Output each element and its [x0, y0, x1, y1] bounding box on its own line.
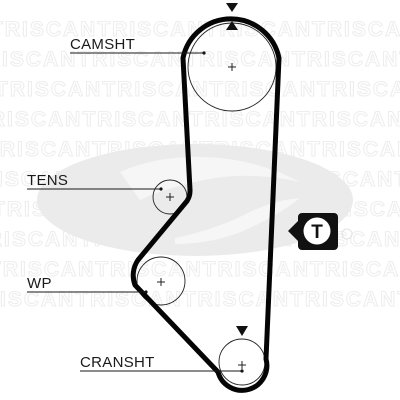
tension-badge-letter: T	[311, 222, 323, 243]
watermark-line: TRISCANTRISCANTRISCANTRISCANTRISCANTRISC…	[0, 108, 400, 131]
label-water-pump: WP	[27, 275, 146, 293]
label-tensioner: TENS	[27, 172, 161, 190]
label-crankshaft: CRANSHT	[80, 354, 242, 372]
tensioner-label: TENS	[27, 172, 68, 189]
pulley-crankshaft	[218, 338, 266, 386]
watermark-line: TRISCANTRISCANTRISCANTRISCANTRISCANTRISC…	[0, 48, 400, 71]
camshaft-timing-mark-bottom	[226, 21, 238, 30]
crankshaft-label: CRANSHT	[80, 354, 155, 371]
watermark-line: TRISCANTRISCANTRISCANTRISCANTRISCANTRISC…	[0, 258, 400, 281]
watermark-line: TRISCANTRISCANTRISCANTRISCANTRISCANTRISC…	[0, 288, 400, 311]
label-camshaft: CAMSHT	[70, 36, 204, 54]
water-pump-label: WP	[27, 275, 52, 292]
timing-belt	[130, 16, 282, 393]
camshaft-timing-mark-top	[226, 3, 238, 12]
watermark: TRISCANTRISCANTRISCANTRISCANTRISCANTRISC…	[0, 17, 400, 311]
tension-badge: T	[288, 213, 338, 250]
timing-marks	[226, 3, 248, 336]
crankshaft-timing-mark	[236, 326, 248, 336]
camshaft-label: CAMSHT	[70, 36, 135, 53]
